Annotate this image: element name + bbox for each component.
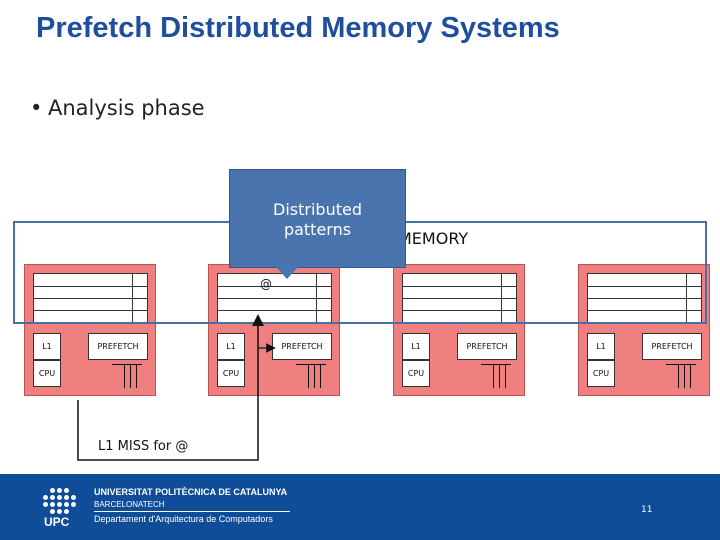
- department-name: Departament d'Arquitectura de Computador…: [94, 514, 273, 524]
- memory-block-3: [402, 273, 517, 323]
- prefetch-unit-3: PREFETCH: [457, 333, 517, 360]
- bullet-text: Analysis phase: [48, 96, 205, 120]
- callout-line-1: Distributed: [273, 200, 362, 219]
- cpu-1: CPU: [33, 360, 61, 387]
- upc-logo-text: UPC: [44, 515, 70, 529]
- bullet-marker: •: [30, 96, 43, 120]
- processor-node-3: L1 CPU PREFETCH: [393, 264, 525, 396]
- callout-pointer: [275, 266, 299, 279]
- bus-connector-2: [296, 360, 326, 390]
- bus-connector-1: [112, 360, 142, 390]
- l1-cache-4: L1: [587, 333, 615, 360]
- prefetch-unit-2: PREFETCH: [272, 333, 332, 360]
- footer-bar: [0, 474, 720, 540]
- cpu-2: CPU: [217, 360, 245, 387]
- distributed-patterns-callout: Distributed patterns: [229, 169, 406, 268]
- l1-cache-1: L1: [33, 333, 61, 360]
- bus-connector-3: [481, 360, 511, 390]
- cpu-3: CPU: [402, 360, 430, 387]
- bus-connector-4: [666, 360, 696, 390]
- l1-miss-label: L1 MISS for @: [98, 439, 189, 454]
- prefetch-unit-4: PREFETCH: [642, 333, 702, 360]
- l1-cache-2: L1: [217, 333, 245, 360]
- memory-label: MEMORY: [398, 229, 469, 248]
- university-name: UNIVERSITAT POLITÈCNICA DE CATALUNYA: [94, 487, 288, 497]
- l1-cache-3: L1: [402, 333, 430, 360]
- address-label: @: [260, 277, 272, 291]
- footer-divider: [94, 511, 290, 512]
- upc-logo-dots-icon: [40, 488, 84, 518]
- page-number: 11: [641, 505, 653, 515]
- bullet-analysis-phase: •Analysis phase: [30, 96, 205, 120]
- callout-text: Distributed patterns: [230, 200, 405, 240]
- university-campus: BARCELONATECH: [94, 500, 165, 509]
- memory-block-1: [33, 273, 148, 323]
- callout-line-2: patterns: [283, 220, 352, 239]
- slide-title: Prefetch Distributed Memory Systems: [36, 12, 560, 44]
- cpu-4: CPU: [587, 360, 615, 387]
- prefetch-unit-1: PREFETCH: [88, 333, 148, 360]
